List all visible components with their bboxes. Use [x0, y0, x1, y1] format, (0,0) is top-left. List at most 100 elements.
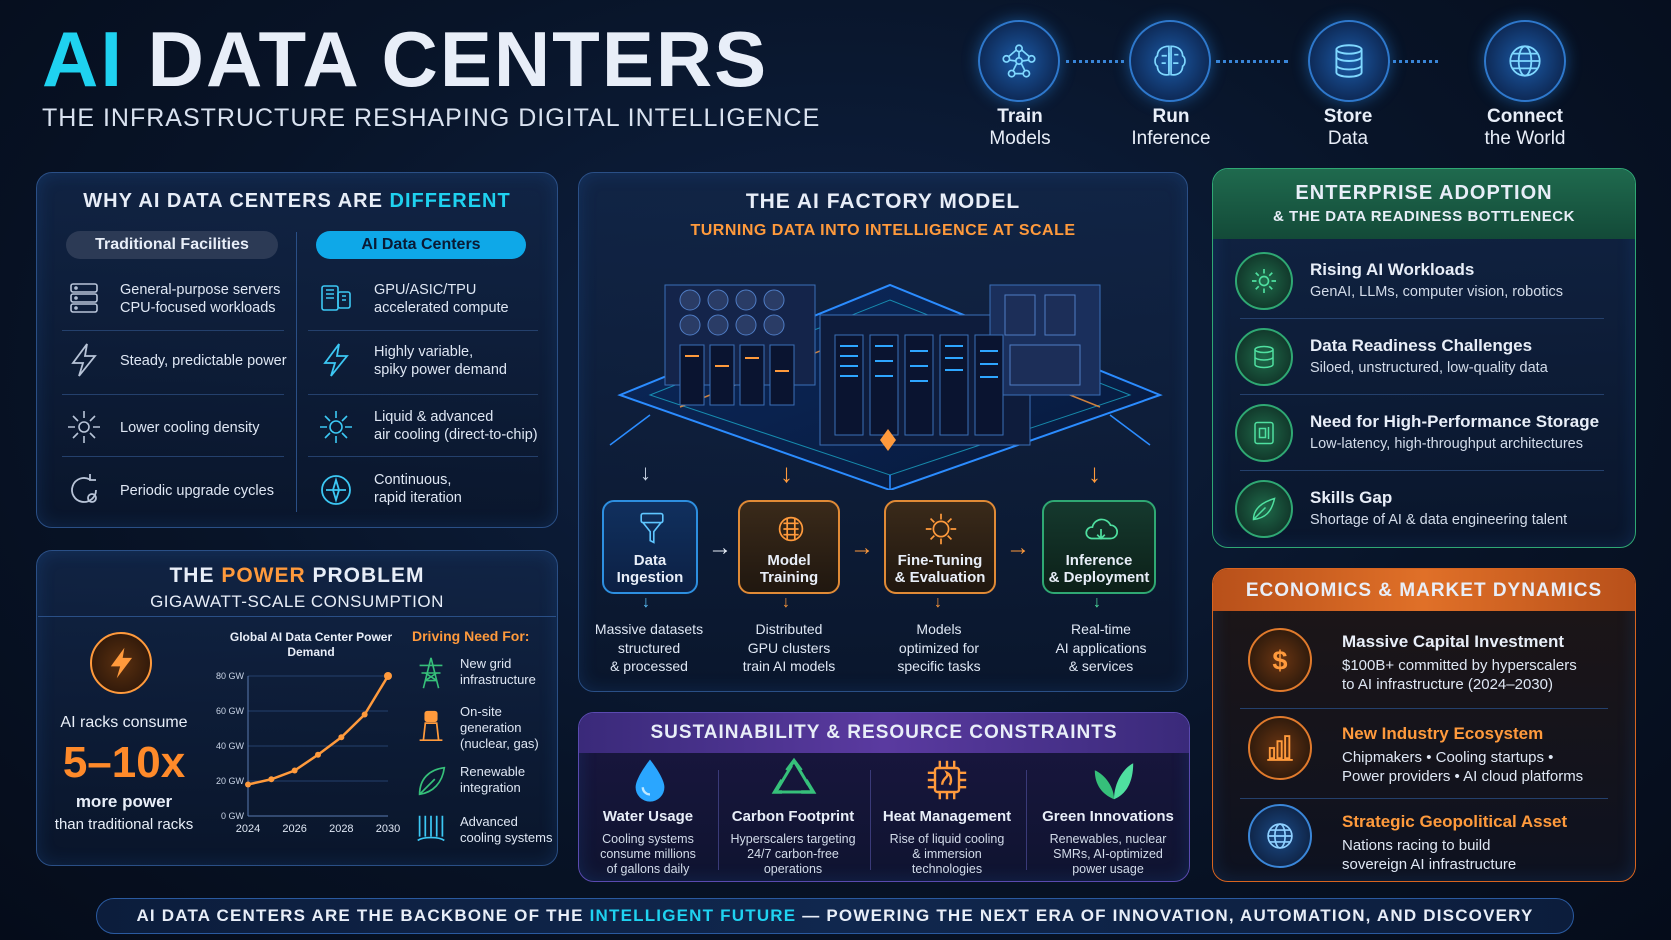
ent-divider: [1240, 318, 1604, 319]
row-divider: [308, 456, 538, 457]
sus-line: Hyperscalers targeting: [730, 832, 856, 846]
footer-text: — POWERING THE NEXT ERA OF INNOVATION, A…: [796, 906, 1534, 925]
recycle-icon: [770, 756, 818, 804]
pillar-line2: Inference: [1131, 128, 1211, 149]
ent-item-3-title: Need for High-Performance Storage: [1310, 412, 1600, 431]
row-line: spiky power demand: [374, 362, 507, 378]
workload-sun-icon: [1235, 252, 1293, 310]
enterprise-subtitle: & THE DATA READINESS BOTTLENECK: [1273, 208, 1575, 225]
data-stack-icon: [1235, 328, 1293, 386]
right-arrow-icon: →: [708, 534, 732, 561]
lightning-icon: [316, 340, 356, 380]
skills-brain-icon: [1235, 480, 1293, 538]
row-line: GPU/ASIC/TPU: [374, 282, 477, 298]
right-arrow-icon: →: [1006, 534, 1030, 561]
desc-line: train AI models: [742, 658, 836, 674]
traditional-column-header: Traditional Facilities: [66, 231, 278, 259]
compass-icon: [316, 470, 356, 510]
desc-line: AI applications: [1055, 639, 1147, 656]
bar-chart-icon: [1248, 716, 1312, 780]
factory-title: THE AI FACTORY MODEL: [745, 190, 1021, 213]
why-different-title: WHY AI DATA CENTERS ARE DIFFERENT: [36, 190, 558, 213]
sus-line: & immersion: [912, 847, 982, 861]
chart-xtick-label: 2024: [236, 823, 260, 835]
eco-item-2-title: New Industry Ecosystem: [1342, 724, 1544, 743]
trad-row-2: Steady, predictable power: [120, 352, 287, 370]
network-icon: [978, 20, 1060, 102]
generator-icon: [412, 706, 450, 744]
eco-line: Chipmakers • Cooling startups •: [1342, 749, 1554, 766]
footer-highlight: INTELLIGENT FUTURE: [589, 906, 797, 925]
chart-ytick-label: 20 GW: [216, 776, 245, 786]
chart-ytick-label: 40 GW: [216, 741, 245, 751]
ent-item-4-sub: Shortage of AI & data engineering talent: [1310, 512, 1568, 528]
desc-line: Distributed: [755, 621, 823, 637]
chart-xtick-label: 2028: [329, 823, 353, 835]
tuning-gear-icon: [922, 510, 960, 548]
ent-item-1-title: Rising AI Workloads: [1310, 260, 1475, 279]
row-line: rapid iteration: [374, 490, 462, 506]
cooling-coil-icon: [412, 810, 450, 848]
chart-data-point: [291, 767, 298, 774]
sus-line: Rise of liquid cooling: [889, 832, 1005, 846]
down-arrow-icon: ↓: [1093, 594, 1101, 611]
row-divider: [308, 330, 538, 331]
sus-line: operations: [763, 862, 823, 876]
row-line: CPU-focused workloads: [120, 300, 276, 316]
sus-carbon-title: Carbon Footprint: [731, 808, 855, 825]
down-arrow-icon: ↓: [1088, 458, 1101, 488]
driving-need-title: Driving Need For:: [412, 628, 530, 644]
globe-icon: [1248, 804, 1312, 868]
pillar-line1: Run: [1152, 106, 1190, 127]
power-title-part: THE: [169, 564, 222, 587]
ent-item-3-sub: Low-latency, high-throughput architectur…: [1310, 436, 1583, 452]
power-divider: [38, 616, 556, 617]
ai-row-2: Highly variable,spiky power demand: [374, 343, 507, 379]
eco-divider: [1240, 798, 1608, 799]
eco-line: Nations racing to build: [1342, 837, 1491, 854]
funnel-icon: [634, 510, 670, 546]
water-drop-icon: [626, 756, 674, 804]
globe-icon: [1484, 20, 1566, 102]
desc-line: & processed: [610, 658, 688, 674]
chart-data-point: [361, 711, 368, 718]
multiplier-value: 5–10x: [62, 738, 186, 787]
green-leaf-icon: [1090, 756, 1138, 804]
step-label: & Evaluation: [894, 569, 986, 586]
driver-line: Renewable: [460, 764, 526, 779]
database-icon: [1308, 20, 1390, 102]
power-title-highlight: POWER: [221, 564, 306, 587]
dollar-icon: $: [1248, 628, 1312, 692]
chart-data-point: [315, 751, 321, 758]
brain-circuit-icon: [772, 510, 810, 548]
data-center-illustration: [609, 283, 1163, 490]
power-title: THE POWER PROBLEM: [36, 564, 558, 588]
pillar-line2: Models: [989, 128, 1051, 149]
desc-line: Real-time: [1071, 621, 1131, 637]
than-traditional-label: than traditional racks: [54, 816, 194, 833]
eco-line: to AI infrastructure (2024–2030): [1342, 676, 1553, 693]
pillar-line2: the World: [1484, 128, 1566, 149]
sustainability-header-bar: [579, 713, 1189, 753]
sus-line: SMRs, AI-optimized: [1053, 847, 1163, 861]
step-label: Ingestion: [616, 569, 684, 586]
row-line: Continuous,: [374, 472, 452, 488]
connector-dots: [1370, 60, 1438, 63]
ai-row-4: Continuous, rapid iteration: [374, 471, 462, 507]
factory-subtitle: TURNING DATA INTO INTELLIGENCE AT SCALE: [690, 222, 1076, 239]
desc-line: optimized for: [898, 639, 980, 656]
step-label: Data: [633, 552, 667, 569]
sus-line: Renewables, nuclear: [1049, 832, 1167, 846]
